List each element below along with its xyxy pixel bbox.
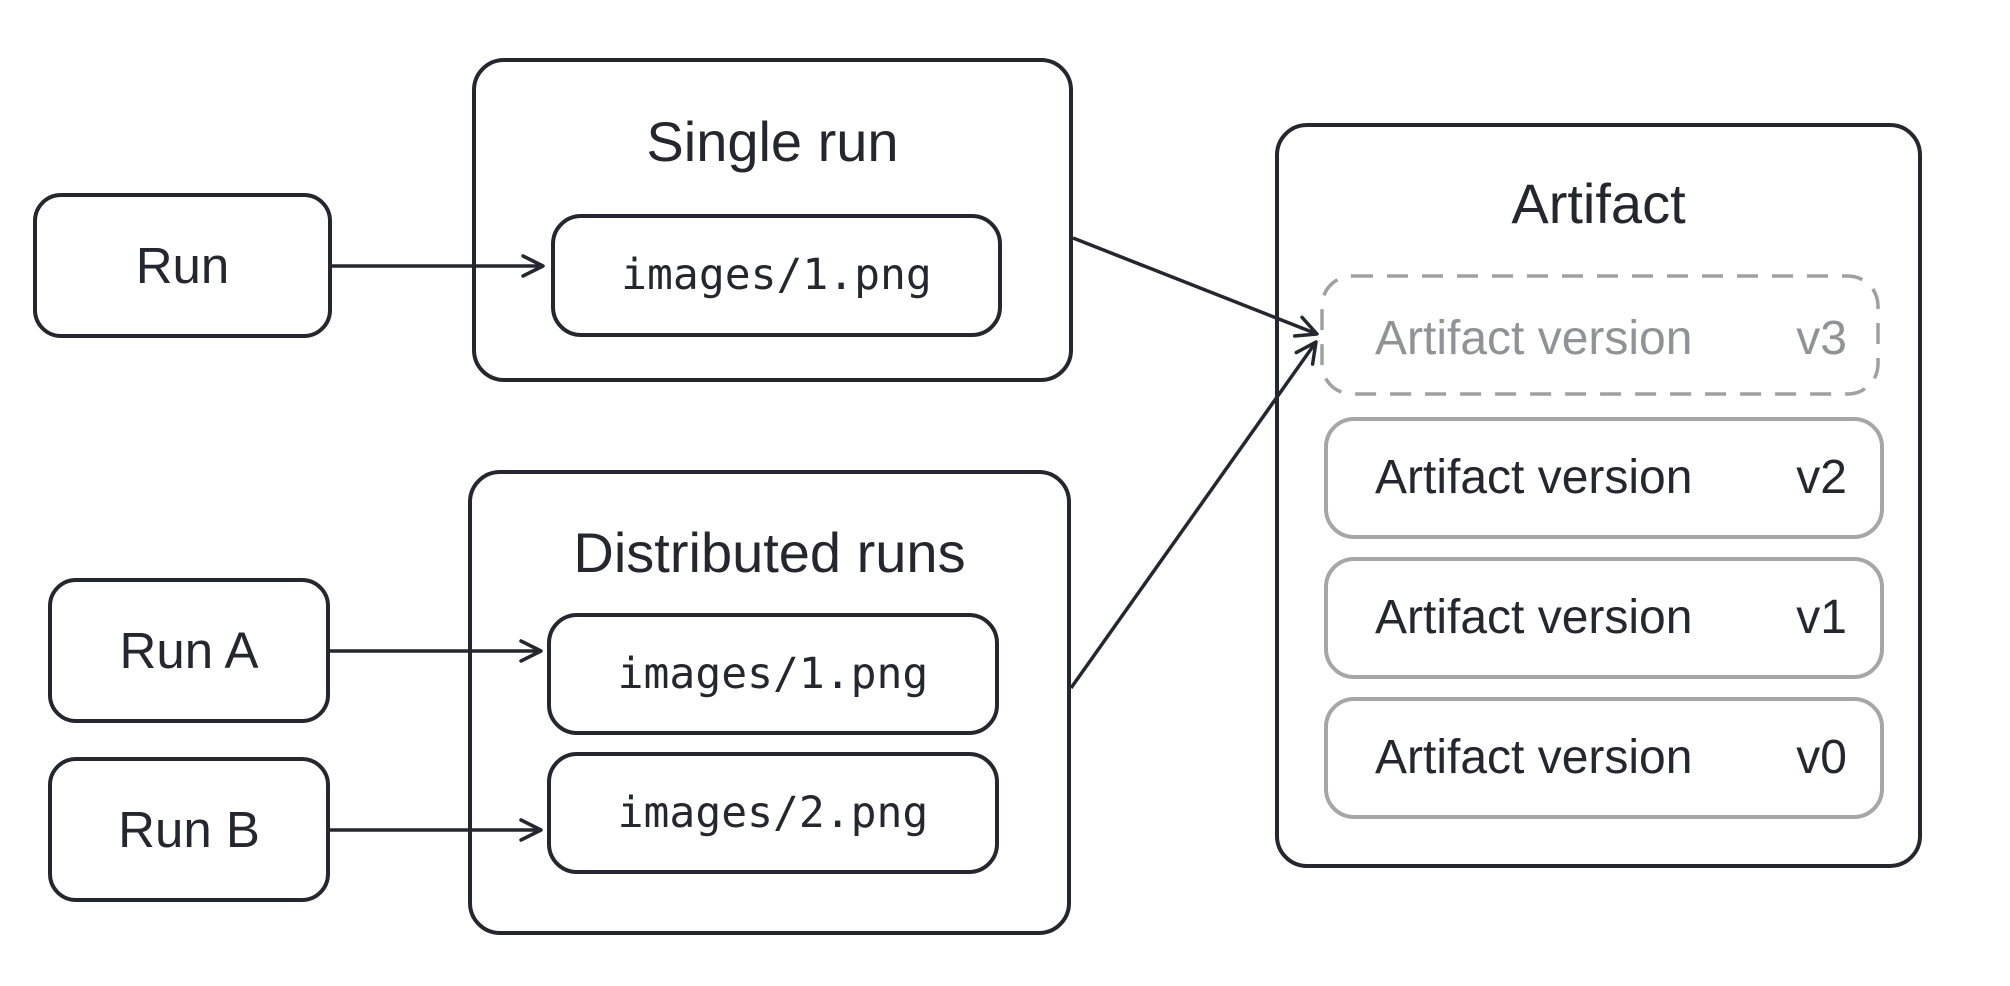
artifact-version-label: Artifact version [1375, 312, 1693, 365]
distributed-file-box-1: images/1.png [547, 613, 999, 735]
distributed-runs-title: Distributed runs [573, 521, 966, 584]
artifact-version-label: Artifact version [1375, 591, 1693, 644]
distributed-runs-group: Distributed runs images/1.png images/2.p… [468, 470, 1071, 935]
artifact-version-row-v1: Artifact version v1 [1324, 557, 1884, 679]
artifact-version-row-v2: Artifact version v2 [1324, 417, 1884, 539]
artifact-version-label: Artifact version [1375, 731, 1693, 784]
run-b-node-label: Run B [118, 801, 260, 858]
run-a-node: Run A [48, 578, 330, 723]
run-b-node: Run B [48, 757, 330, 902]
run-a-node-label: Run A [119, 622, 259, 679]
artifact-version-label: Artifact version [1375, 451, 1693, 504]
artifact-title: Artifact [1511, 172, 1686, 235]
distributed-file-label-1: images/1.png [617, 648, 929, 699]
run-node: Run [33, 193, 332, 338]
single-run-file-label: images/1.png [621, 250, 932, 300]
artifact-version-tag: v0 [1796, 731, 1847, 784]
artifact-version-tag: v3 [1796, 312, 1847, 365]
artifact-version-row-v3-pending: Artifact version v3 [1324, 278, 1884, 400]
distributed-file-label-2: images/2.png [617, 787, 929, 838]
artifact-group: Artifact Artifact version v3 Artifact ve… [1275, 123, 1922, 868]
artifact-version-tag: v1 [1796, 591, 1847, 644]
artifact-version-row-v0: Artifact version v0 [1324, 697, 1884, 819]
single-run-group: Single run images/1.png [472, 58, 1073, 382]
single-run-title: Single run [646, 110, 899, 173]
run-node-label: Run [135, 237, 230, 294]
artifact-version-tag: v2 [1796, 451, 1847, 504]
single-run-file-box: images/1.png [551, 214, 1002, 337]
distributed-file-box-2: images/2.png [547, 752, 999, 874]
